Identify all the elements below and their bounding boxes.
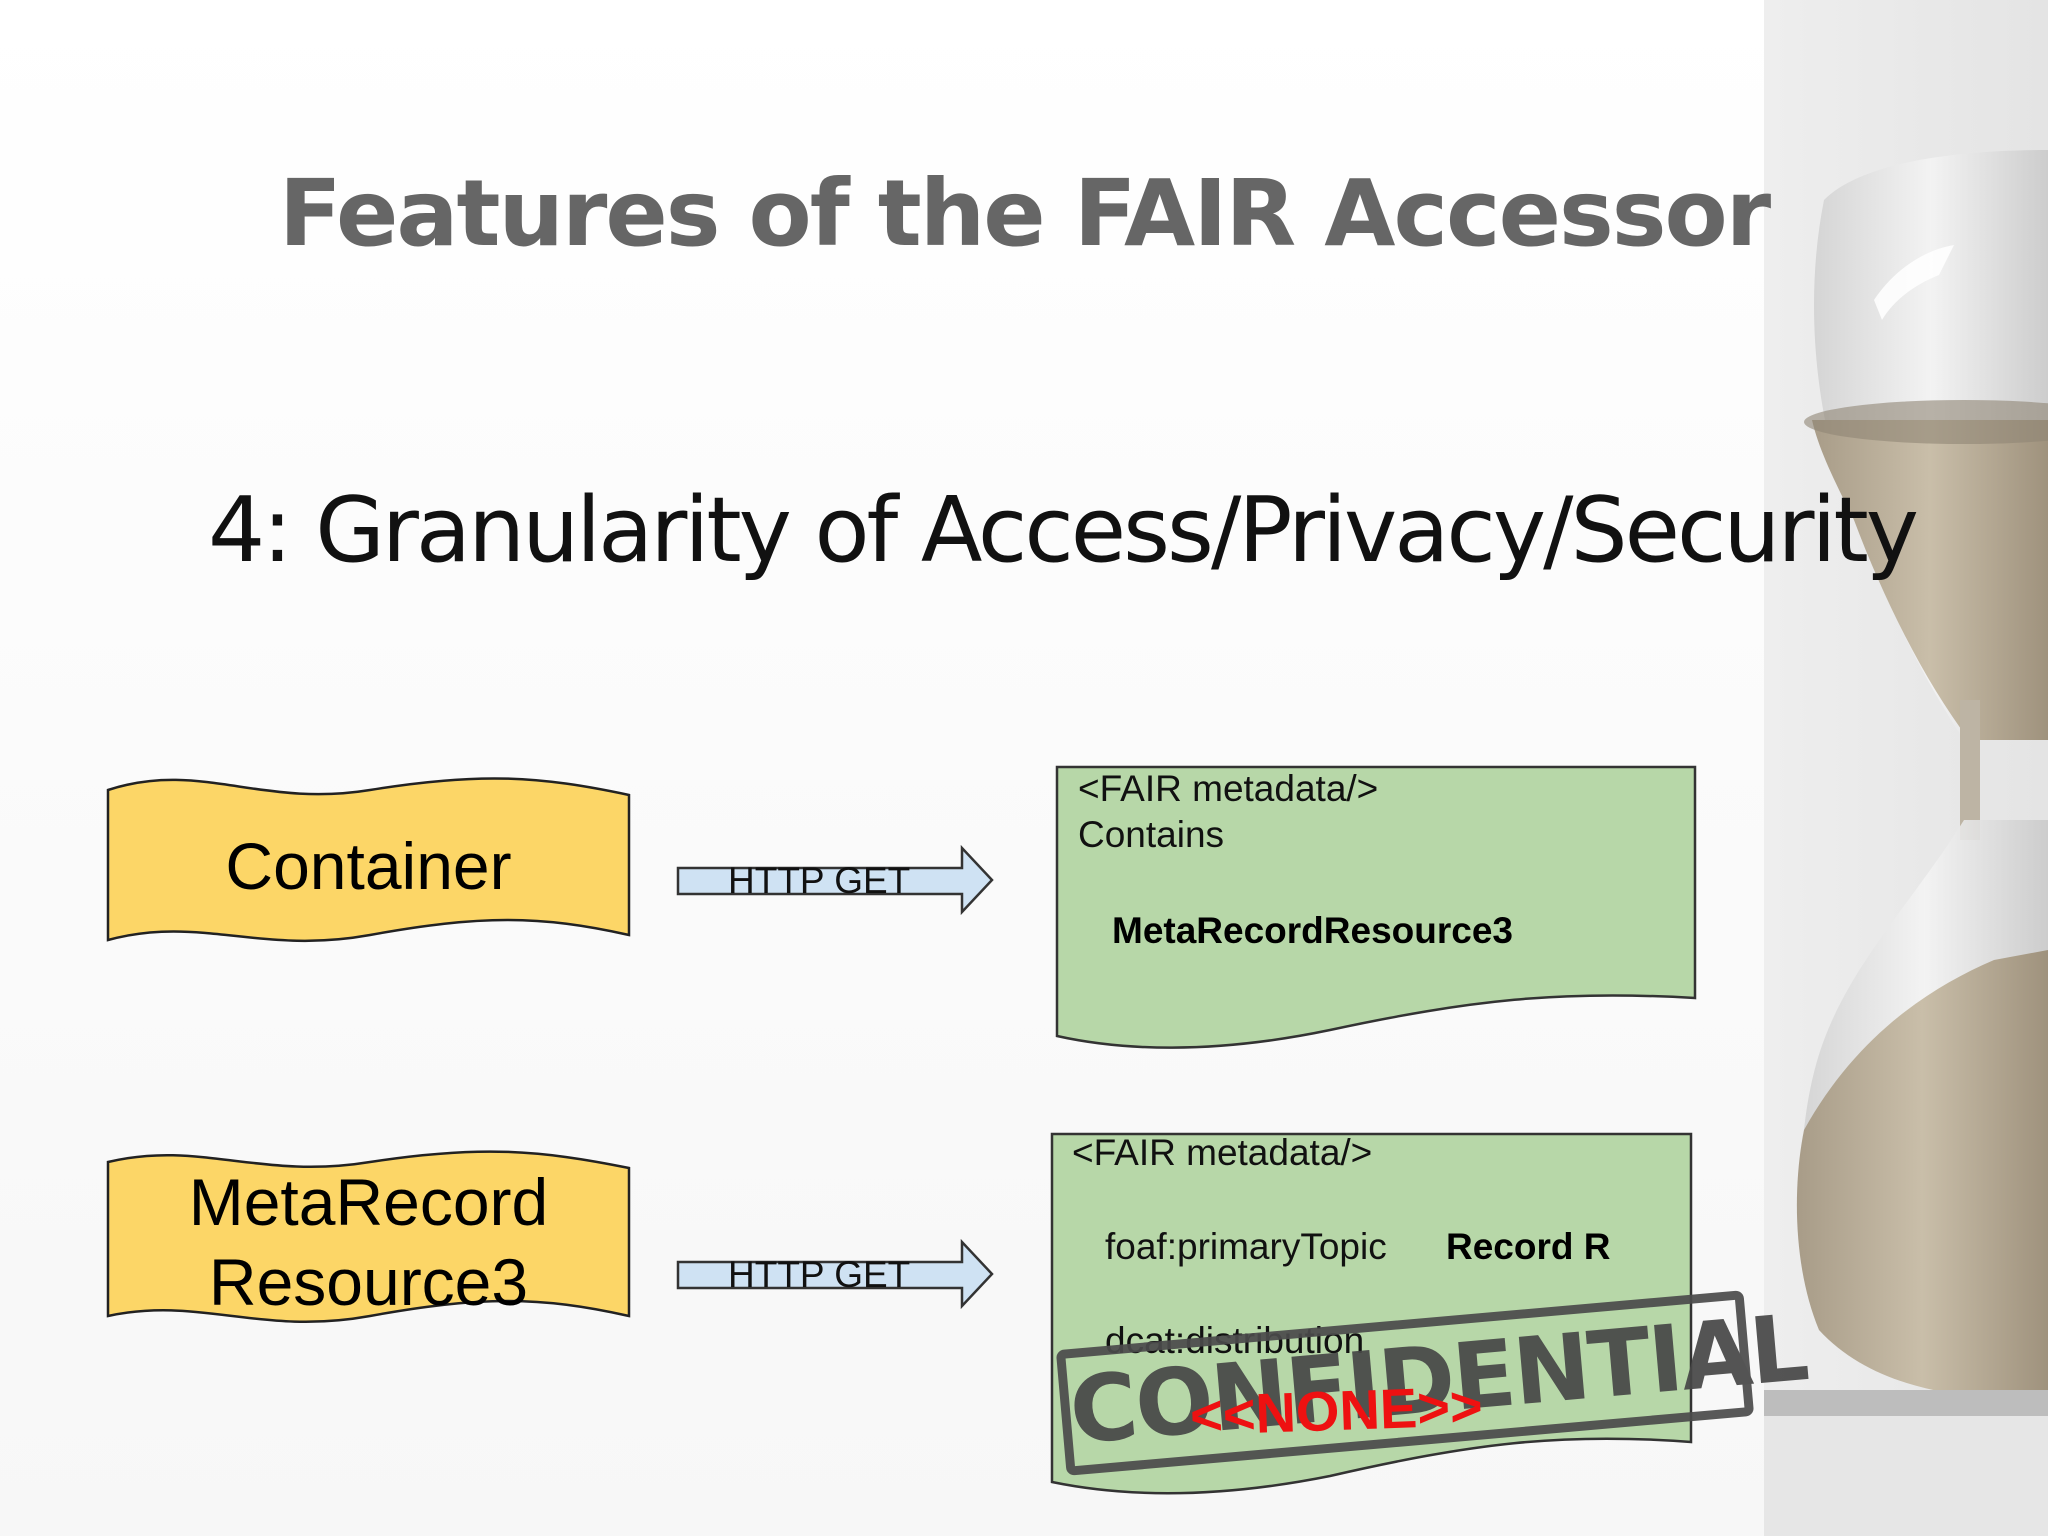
doc2-header: <FAIR metadata/> <box>1072 1132 1373 1173</box>
container-label: Container <box>225 829 512 903</box>
metarecord-label-line1: MetaRecord <box>188 1165 549 1239</box>
doc1-header: <FAIR metadata/> <box>1078 768 1379 809</box>
doc1-metarecord-resource: MetaRecordResource3 <box>1112 910 1513 951</box>
hourglass-image-panel <box>1764 0 2048 1536</box>
http-get-arrow-1 <box>676 844 994 916</box>
doc2-primary-topic: foaf:primaryTopic <box>1105 1226 1387 1267</box>
slide-title: Features of the FAIR Accessor <box>278 160 1771 267</box>
metarecord-label-line2: Resource3 <box>208 1245 529 1319</box>
fair-metadata-doc-1 <box>1055 765 1697 1049</box>
metarecord-shape <box>106 1150 631 1323</box>
http-get-label-2: HTTP GET <box>728 1254 911 1295</box>
container-shape <box>106 777 631 943</box>
http-get-label-1: HTTP GET <box>728 860 911 901</box>
doc2-distribution: dcat:distribution <box>1105 1320 1365 1361</box>
hourglass-icon <box>1764 150 2048 1536</box>
doc2-none-value: <<NONE>> <box>1188 1373 1484 1448</box>
fair-metadata-doc-2 <box>1050 1132 1693 1495</box>
slide-subtitle: 4: Granularity of Access/Privacy/Securit… <box>208 478 1919 583</box>
http-get-arrow-2 <box>676 1238 994 1310</box>
doc1-contains: Contains <box>1078 814 1225 855</box>
doc2-record-r: Record R <box>1446 1226 1611 1267</box>
